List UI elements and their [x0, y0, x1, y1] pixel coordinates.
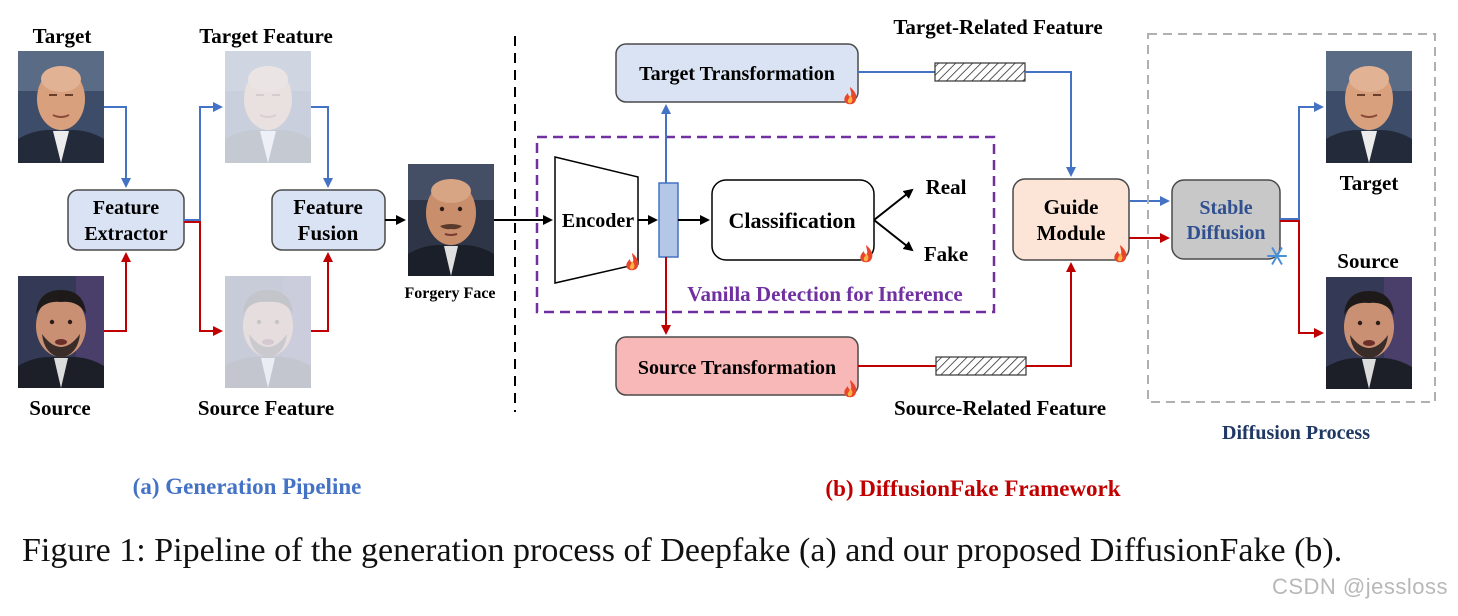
output-target-label: Target [1340, 171, 1399, 195]
output-target-face-image [1325, 50, 1413, 164]
fake-label: Fake [924, 242, 968, 266]
stable-diffusion-line1: Stable [1199, 197, 1252, 219]
source-related-feature-label: Source-Related Feature [894, 396, 1106, 420]
snowflake-icon [1267, 247, 1287, 265]
target-feature-to-fusion-arrow [311, 106, 333, 188]
watermark-text: CSDN @jessloss [1271, 574, 1448, 599]
feature-fusion-line2: Fusion [298, 221, 359, 245]
fake-arrow [873, 219, 914, 252]
target-related-to-guide-arrow [1025, 71, 1076, 177]
feature-extractor-line1: Feature [93, 197, 159, 219]
guide-module-line1: Guide [1044, 195, 1099, 219]
extractor-to-source-feature-arrow [184, 221, 223, 336]
encoder-label: Encoder [562, 210, 634, 232]
diffusion-process-label: Diffusion Process [1222, 422, 1370, 444]
target-related-feature-label: Target-Related Feature [893, 15, 1102, 39]
forgery-face-label: Forgery Face [404, 285, 495, 302]
source-transformation-label: Source Transformation [638, 357, 836, 379]
target-related-feature-token [934, 62, 1026, 82]
stable-diffusion-line2: Diffusion [1187, 222, 1266, 244]
source-input-label: Source [29, 396, 90, 420]
source-related-feature-token [935, 356, 1027, 376]
target-to-extractor-arrow [104, 106, 131, 188]
source-feature-label: Source Feature [198, 396, 334, 420]
real-label: Real [926, 175, 967, 199]
diffusion-to-source-output-arrow [1280, 220, 1324, 338]
diffusion-process-region [1147, 33, 1436, 403]
feature-vector-bar [658, 182, 679, 258]
extractor-to-target-feature-arrow [184, 102, 223, 221]
source-to-extractor-arrow [104, 252, 131, 332]
vanilla-detection-label: Vanilla Detection for Inference [687, 282, 962, 306]
target-input-label: Target [33, 24, 92, 48]
diffusion-to-target-output-arrow [1280, 102, 1324, 220]
guide-module-line2: Module [1037, 221, 1106, 245]
target-face-image [17, 50, 105, 164]
guide-module-box [1012, 178, 1130, 261]
target-transformation-label: Target Transformation [639, 63, 835, 85]
real-arrow [873, 188, 914, 221]
source-feature-to-fusion-arrow [311, 252, 333, 332]
target-feature-image [224, 50, 312, 164]
figure-caption: Figure 1: Pipeline of the generation pro… [22, 532, 1343, 569]
forgery-face-image [407, 163, 495, 277]
stable-diffusion-box [1171, 179, 1281, 260]
diffusionfake-framework-title: (b) DiffusionFake Framework [825, 476, 1120, 501]
source-related-to-guide-arrow [1026, 262, 1076, 367]
feature-fusion-line1: Feature [293, 195, 363, 219]
generation-pipeline-title: (a) Generation Pipeline [133, 474, 362, 499]
feature-extractor-line2: Extractor [84, 223, 167, 245]
target-feature-label: Target Feature [199, 24, 333, 48]
source-face-image [18, 276, 104, 388]
output-source-label: Source [1337, 249, 1398, 273]
output-source-face-image [1326, 277, 1412, 389]
vanilla-detection-region [535, 135, 996, 314]
classification-label: Classification [728, 208, 855, 233]
source-feature-image [225, 276, 311, 388]
